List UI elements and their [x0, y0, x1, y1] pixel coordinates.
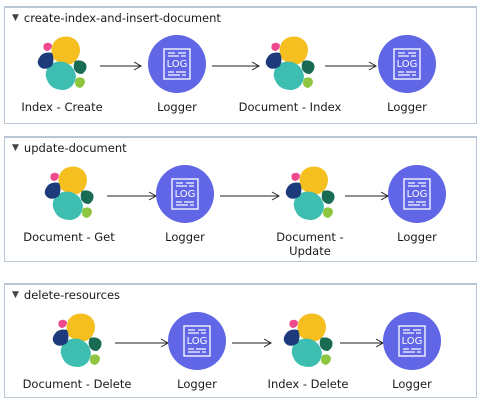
node-label: Index - Delete: [267, 377, 349, 391]
node-label: Logger: [157, 100, 197, 114]
flow-header[interactable]: ▼ delete-resources: [5, 285, 476, 305]
node-label: Logger: [165, 230, 205, 244]
flow-update-document: ▼ update-document Document - Get LOG Log…: [4, 136, 477, 262]
flow-header[interactable]: ▼ create-index-and-insert-document: [5, 8, 476, 28]
collapse-triangle-icon[interactable]: ▼: [12, 12, 19, 23]
arrow-connector: [107, 191, 157, 201]
flow-node[interactable]: LOG Logger: [362, 162, 472, 244]
logger-icon: LOG: [388, 165, 446, 223]
arrow-connector: [345, 191, 389, 201]
svg-text:LOG: LOG: [167, 59, 188, 70]
svg-text:LOG: LOG: [175, 189, 196, 200]
flow-node[interactable]: Document - Get: [14, 162, 124, 244]
flow-title: delete-resources: [23, 288, 121, 302]
logger-icon: LOG: [378, 35, 436, 93]
node-label: Document - Delete: [22, 377, 132, 391]
svg-text:LOG: LOG: [407, 189, 428, 200]
collapse-triangle-icon[interactable]: ▼: [12, 289, 19, 300]
node-label: Document - Update: [276, 230, 344, 258]
flow-node[interactable]: LOG Logger: [352, 32, 462, 114]
logger-icon: LOG: [383, 312, 441, 370]
elasticsearch-icon: [44, 166, 94, 220]
node-label: Index - Create: [21, 100, 103, 114]
arrow-connector: [212, 61, 260, 71]
flow-header[interactable]: ▼ update-document: [5, 138, 476, 158]
flow-delete-resources: ▼ delete-resources Document - Delete LOG…: [4, 283, 477, 398]
flow-node[interactable]: Document - Index: [235, 32, 345, 114]
svg-text:LOG: LOG: [397, 59, 418, 70]
arrow-connector: [232, 338, 272, 348]
logger-icon: LOG: [156, 165, 214, 223]
arrow-connector: [220, 191, 280, 201]
arrow-connector: [100, 61, 142, 71]
node-label: Document - Index: [238, 100, 342, 114]
collapse-triangle-icon[interactable]: ▼: [12, 142, 19, 153]
arrow-connector: [325, 61, 377, 71]
flow-title: create-index-and-insert-document: [23, 11, 221, 25]
arrow-connector: [115, 338, 169, 348]
logger-icon: LOG: [148, 35, 206, 93]
node-label: Logger: [392, 377, 432, 391]
node-label: Logger: [397, 230, 437, 244]
flow-node[interactable]: Index - Delete: [253, 309, 363, 391]
flow-node[interactable]: LOG Logger: [122, 32, 232, 114]
svg-text:LOG: LOG: [187, 336, 208, 347]
node-label: Logger: [177, 377, 217, 391]
elasticsearch-icon: [283, 313, 333, 367]
elasticsearch-icon: [285, 166, 335, 220]
flow-node[interactable]: LOG Logger: [142, 309, 252, 391]
elasticsearch-icon: [37, 36, 87, 90]
flow-title: update-document: [23, 141, 127, 155]
svg-text:LOG: LOG: [402, 336, 423, 347]
flow-node[interactable]: Document - Delete: [22, 309, 132, 391]
elasticsearch-icon: [265, 36, 315, 90]
arrow-connector: [340, 338, 384, 348]
elasticsearch-icon: [52, 313, 102, 367]
node-label: Document - Get: [23, 230, 115, 244]
flow-create-index-and-insert-document: ▼ create-index-and-insert-document Index…: [4, 6, 477, 124]
flow-node[interactable]: LOG Logger: [130, 162, 240, 244]
flow-node[interactable]: Index - Create: [7, 32, 117, 114]
node-label: Logger: [387, 100, 427, 114]
logger-icon: LOG: [168, 312, 226, 370]
flow-node[interactable]: LOG Logger: [357, 309, 467, 391]
flow-node[interactable]: Document - Update: [255, 162, 365, 258]
